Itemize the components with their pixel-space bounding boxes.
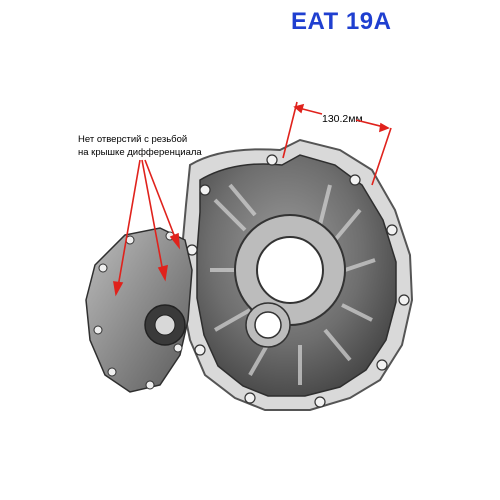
main-bearing-bore (256, 236, 324, 304)
housing-ribs (210, 183, 376, 385)
output-seal-bore (154, 314, 176, 336)
lower-shaft-bore (254, 311, 282, 339)
page-title: EAT 19A (291, 8, 392, 35)
dimension-marker (282, 101, 392, 186)
annotation-arrows (113, 159, 180, 297)
annotation-note-line-1: Нет отверстий с резьбой (78, 134, 188, 145)
dimension-label: 130.2мм (322, 113, 363, 125)
annotation-note: Нет отверстий с резьбой на крышке диффер… (78, 133, 202, 159)
annotation-note-line-2: на крышке дифференциала (78, 147, 202, 158)
differential-cover-bolt-holes (93, 231, 183, 390)
flange-bolt-holes (186, 154, 410, 408)
